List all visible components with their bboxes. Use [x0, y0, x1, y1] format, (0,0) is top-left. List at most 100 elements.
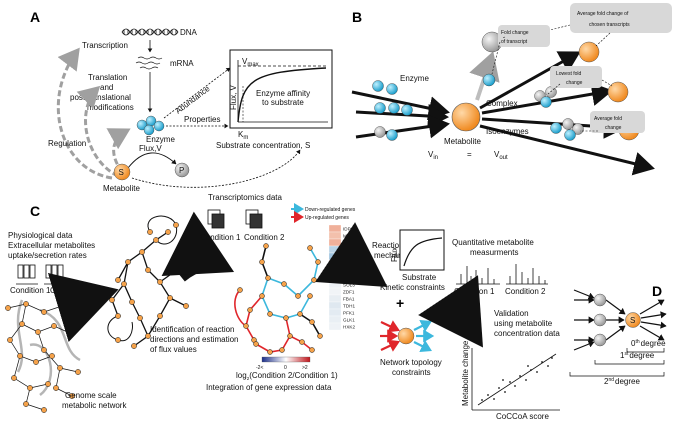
up-genes-label: Up-regulated genes	[305, 215, 349, 221]
s-label-d: S	[630, 316, 635, 325]
isoenzymes-icon	[550, 118, 584, 141]
substrate-label-c: Substrate	[402, 273, 437, 282]
avg-chosen-l2: chosen transcripts	[589, 22, 630, 28]
deg1-label: 1stdegree	[620, 351, 655, 360]
complex-label: Complex	[486, 99, 518, 108]
degree-network	[569, 289, 667, 377]
avg-chosen-l1: Average fold change of	[577, 11, 629, 17]
mrna-label: mRNA	[170, 59, 194, 68]
s-label: S	[119, 168, 124, 177]
enzyme-label: Enzyme	[146, 135, 175, 144]
enzyme-group-b	[372, 80, 413, 141]
log-ratio-label: log2(Condition 2/Condition 1)	[236, 371, 338, 381]
scale-zero: 0	[284, 365, 287, 371]
valid-l1: Validation	[494, 309, 529, 318]
topology-icon	[380, 320, 435, 352]
gene-label: IDH1	[343, 255, 354, 260]
panel-c-label: C	[30, 203, 40, 219]
flux-label-c: Flux	[390, 247, 399, 262]
substrate-axis-label: Substrate concentration, S	[216, 141, 310, 150]
cond1-physio: Condition 1	[10, 286, 51, 295]
equals-label: =	[467, 150, 472, 159]
flux-axis-label: Flux, V	[229, 84, 238, 110]
flow-arrow-1	[47, 273, 119, 343]
gene-label: ZDF1	[343, 290, 355, 295]
metabolite-node-b	[451, 102, 481, 132]
km-label: Km	[238, 130, 248, 141]
metabolite-out-1	[578, 41, 600, 63]
callout-leaders	[491, 24, 613, 132]
transcriptomics-label: Transcriptomics data	[208, 193, 283, 202]
gene-label: FBA1	[343, 297, 355, 302]
affinity-l2: to substrate	[262, 98, 304, 107]
scale-pos: >2	[302, 365, 308, 371]
flow-arrow-4	[418, 275, 483, 348]
avg-fold-l2: change	[605, 125, 622, 131]
ident-l3: of flux values	[150, 345, 197, 354]
reaction-plot	[399, 229, 445, 271]
physio-l2: Extracellular metabolites	[8, 241, 95, 250]
enzyme-label-b: Enzyme	[400, 74, 429, 83]
panel-d-label: D	[652, 283, 662, 299]
chip-icons	[207, 209, 263, 229]
gene-labels: IDP1MDH1FUM1SDH1IDH1CIT1ADH1GND1SOL3ZDF1…	[343, 227, 356, 330]
expression-network	[234, 243, 323, 355]
fold-change-l2: of transcript	[501, 39, 528, 45]
cond1-quant: Condition 1	[454, 287, 495, 296]
vin-label: Vin	[428, 150, 438, 161]
flow-arrow-2	[161, 211, 235, 282]
metabolite-label-a: Metabolite	[103, 184, 140, 193]
affinity-l1: Enzyme affinity	[256, 89, 310, 98]
regulation-label: Regulation	[48, 139, 86, 148]
metabolite-out-2	[607, 81, 629, 103]
metabolite-label-b: Metabolite	[444, 137, 481, 146]
expression-heatmap	[328, 224, 342, 331]
valid-l3: concentration data	[494, 329, 560, 338]
physio-l3: uptake/secretion rates	[8, 251, 87, 260]
deg0-label: 0thdegree	[631, 339, 666, 348]
genome-l1: Genome scale	[65, 391, 117, 400]
substrate-arrow	[131, 149, 301, 188]
genome-l2: metabolic network	[62, 401, 127, 410]
dna-helix-icon	[121, 28, 179, 36]
plus-sign: +	[396, 295, 404, 311]
mrna-icon	[135, 56, 163, 70]
translation-l3: post-translational	[70, 93, 131, 102]
network-l1: Network topology	[380, 358, 442, 367]
reaction-l2: mechanism	[374, 251, 415, 260]
panel-b-label: B	[352, 9, 362, 25]
kinetics-plot	[229, 49, 333, 129]
deg2-label: 2nddegree	[604, 377, 640, 386]
lowest-fold-l1: Lowest fold	[556, 71, 582, 77]
p-label: P	[179, 166, 184, 175]
enzyme-icon	[136, 115, 165, 136]
isoenzymes-label: Isoenzymes	[486, 127, 529, 136]
substrate-s-icon	[113, 163, 131, 181]
reaction-arrow	[127, 152, 177, 169]
gene-label: TDH1	[343, 304, 355, 309]
cocco-label: CoCCoA score	[496, 412, 549, 421]
gene-label: PFK1	[343, 311, 355, 316]
dna-label: DNA	[180, 28, 198, 37]
translation-l1: Translation	[88, 73, 127, 82]
validation-scatter	[471, 348, 560, 411]
kinetic-label: Kinetic constraints	[380, 283, 445, 292]
metab-change-label: Metabolite change	[461, 340, 470, 406]
gene-label: HXK2	[343, 325, 355, 330]
spectra-icons	[456, 264, 548, 285]
scale-neg: -2<	[256, 365, 263, 371]
abundance-label: Abundance	[174, 84, 212, 116]
quant-l2: measurments	[470, 248, 518, 257]
gene-label: GND1	[343, 276, 356, 281]
gene-label: SOL3	[343, 283, 355, 288]
integration-label: Integration of gene expression data	[206, 383, 332, 392]
translation-l2: and	[100, 83, 113, 92]
cond1-transcript: Condition 1	[200, 233, 241, 242]
color-scale-bar	[261, 356, 311, 363]
cond2-transcript: Condition 2	[244, 233, 285, 242]
regulation-arrows	[56, 47, 131, 180]
fold-change-l1: Fold change	[501, 30, 529, 36]
gene-label: IDP1	[343, 227, 354, 232]
down-genes-label: Down-regulated genes	[305, 207, 356, 213]
